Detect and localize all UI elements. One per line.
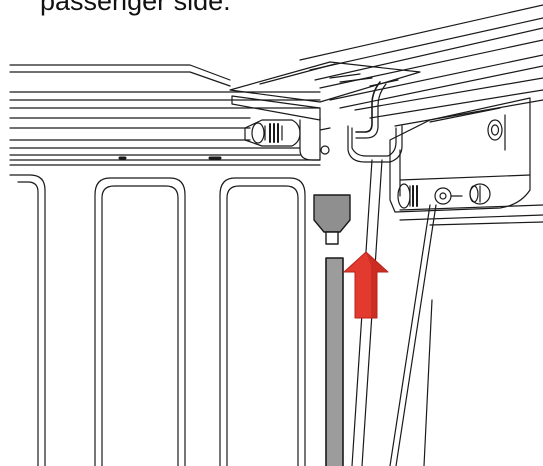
top-right-rail [299,4,543,127]
drain-hook [355,81,387,139]
right-bolt-icon [397,183,491,209]
left-rail [9,64,321,166]
up-arrow-icon [343,251,389,319]
right-housing [389,97,543,226]
mounting-bracket [229,61,421,121]
drain-tube [325,257,344,466]
clip-bracket [347,125,403,163]
drain-fitting-icon [313,194,351,245]
windows-area [9,174,306,466]
caption-text: passenger side. [40,0,231,16]
cable-lines [351,159,437,466]
left-bolt-icon [244,119,301,147]
latch-block [299,117,331,161]
